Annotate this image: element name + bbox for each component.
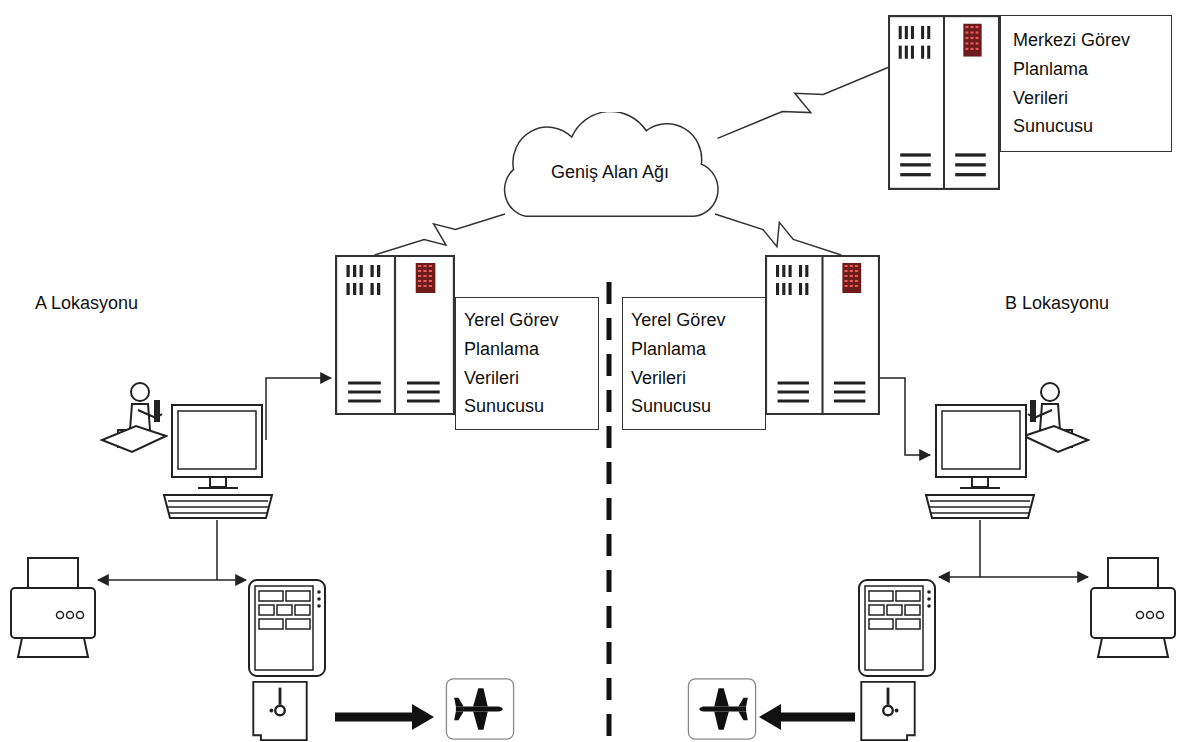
wireless-link (715, 214, 841, 255)
server-box: Yerel Görev Planlama Verileri Sunucusu (622, 255, 880, 440)
text-box: Yerel Görev Planlama Verileri Sunucusu (455, 297, 599, 430)
server-label: Yerel Görev Planlama Verileri Sunucusu (464, 306, 592, 421)
network-cloud: Geniş Alan Ağı (485, 112, 735, 232)
server-label: Merkezi Görev Planlama Verileri Sunucusu (1013, 26, 1141, 141)
server-box: Merkezi Görev Planlama Verileri Sunucusu (888, 15, 1172, 190)
network-label: Geniş Alan Ağı (551, 162, 669, 183)
location-label: A Lokasyonu (35, 293, 138, 314)
text-box: Yerel Görev Planlama Verileri Sunucusu (622, 297, 766, 430)
server-box: Yerel Görev Planlama Verileri Sunucusu (335, 255, 599, 440)
location-label: B Lokasyonu (1005, 293, 1109, 314)
text-box: Merkezi Görev Planlama Verileri Sunucusu (1000, 15, 1172, 152)
server-label: Yerel Görev Planlama Verileri Sunucusu (631, 306, 759, 421)
wireless-link (375, 214, 505, 255)
wireless-link (718, 68, 889, 139)
